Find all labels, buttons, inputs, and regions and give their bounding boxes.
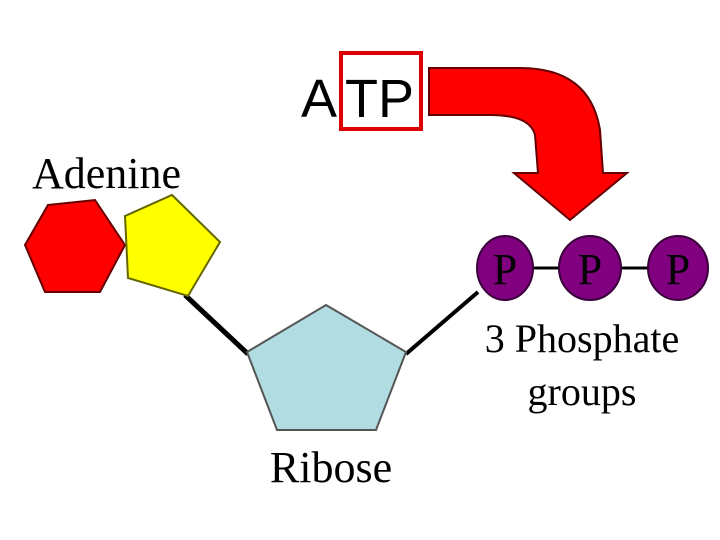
phosphate-circle-2 [558,235,622,301]
phosphate-label-3: P [666,245,690,294]
ribose-pentagon-shape [245,303,408,431]
phosphate-label-1: P [493,245,517,294]
adenine-pentagon-shape [123,193,222,298]
title-letters-tp: TP [345,69,414,129]
adenine-label: Adenine [32,149,181,198]
ribose-label: Ribose [270,443,392,492]
phosphate-label-2: P [578,245,602,294]
phosphate-circle-1 [476,235,534,301]
phosphate-caption-line1: 3 Phosphate [485,316,679,361]
ribose-phosphate-bond [404,290,480,356]
phosphate-caption-line2: groups [528,369,637,414]
title-highlight-box [339,51,423,131]
curved-arrow-icon [428,67,630,222]
phosphate-circle-3 [647,235,709,301]
title-letter-a: A [301,69,337,129]
adenine-hexagon-shape [23,198,127,293]
adenine-ribose-bond [183,293,250,356]
